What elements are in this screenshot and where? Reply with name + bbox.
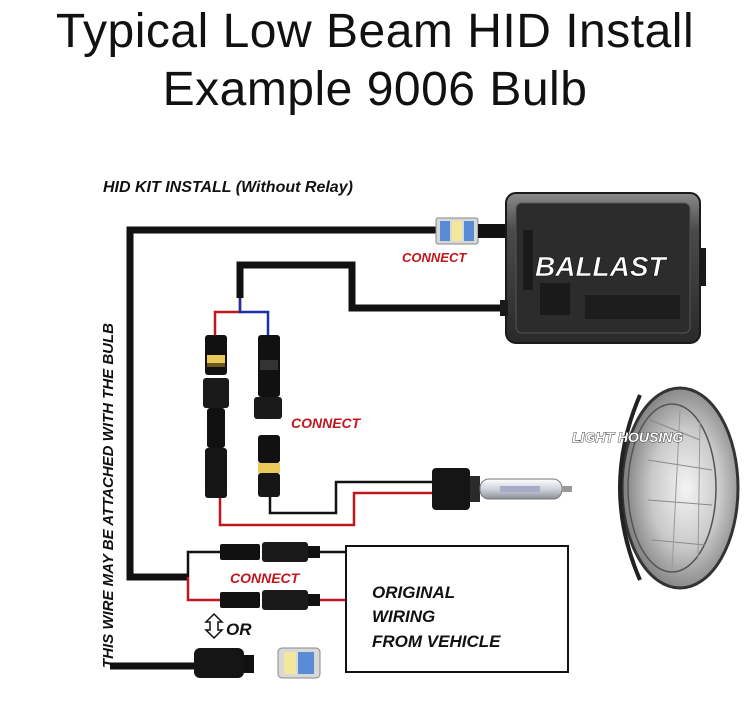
or-label: OR <box>226 620 252 639</box>
bulb-wires <box>218 480 432 527</box>
hid-bulb <box>432 468 572 510</box>
alternate-plug <box>110 648 254 678</box>
connect-label-top: CONNECT <box>402 250 467 265</box>
main-black-wire <box>126 226 436 581</box>
ballast-input-connector <box>435 217 508 245</box>
original-wiring-line-3: FROM VEHICLE <box>372 632 501 651</box>
vertical-note: THIS WIRE MAY BE ATTACHED WITH THE BULB <box>100 323 117 668</box>
light-housing-label: LIGHT HOUSING <box>572 429 683 445</box>
up-down-arrow-icon <box>204 612 224 640</box>
connect-label-bottom: CONNECT <box>230 570 301 586</box>
right-connector-pair <box>254 335 282 497</box>
title-line-1: Typical Low Beam HID Install <box>55 5 695 58</box>
ballast-output-wire <box>236 261 505 312</box>
ballast: BALLAST <box>500 192 706 344</box>
diagram-subtitle: HID KIT INSTALL (Without Relay) <box>103 179 353 196</box>
vehicle-connector-top <box>220 542 320 562</box>
split-wires <box>213 298 270 335</box>
original-wiring-line-2: WIRING <box>372 607 435 626</box>
title-line-2: Example 9006 Bulb <box>162 63 588 116</box>
connect-label-middle: CONNECT <box>291 415 362 431</box>
left-connector-pair <box>203 335 229 498</box>
vehicle-connector-bottom <box>220 590 320 610</box>
light-housing <box>618 386 740 590</box>
vehicle-wires <box>186 550 346 602</box>
ballast-label: BALLAST <box>535 251 669 282</box>
vehicle-socket-icon <box>277 647 321 679</box>
original-wiring-line-1: ORIGINAL <box>372 583 455 602</box>
original-wiring-box <box>345 545 569 673</box>
